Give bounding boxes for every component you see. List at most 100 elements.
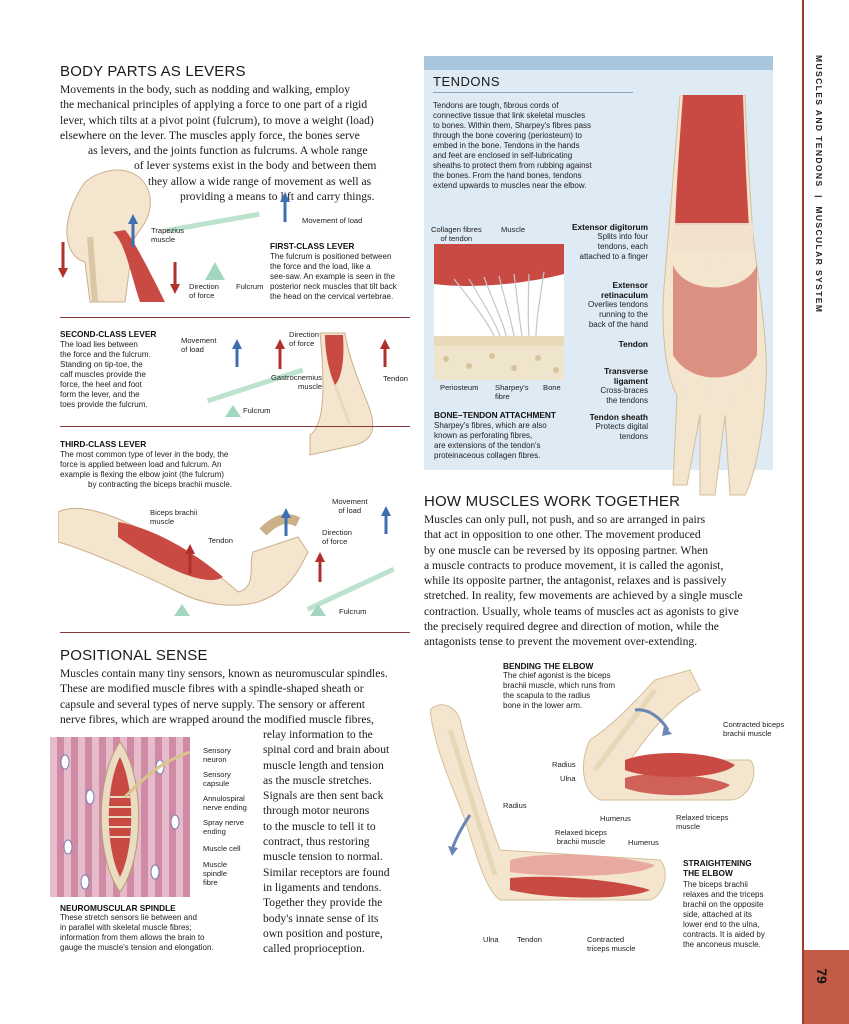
biceps-brachii-label: Biceps brachii muscle <box>150 508 197 526</box>
label-line: THE ELBOW <box>683 868 733 878</box>
text-line: contract, thus restoring <box>263 835 370 849</box>
divider <box>60 426 410 427</box>
bone-tendon-attachment-title: BONE–TENDON ATTACHMENT <box>434 410 556 420</box>
bone-tendon-attachment-illustration <box>434 244 564 380</box>
label-line: Gastrocnemius <box>271 373 323 382</box>
text-line: These stretch sensors lie between and <box>60 913 197 922</box>
tendon-sheath-label: Tendon sheath <box>589 412 648 422</box>
text-line: the head on the cervical vertebrae. <box>270 292 394 301</box>
text-line: brachii muscle, which runs from <box>503 681 616 690</box>
text-line: through the bone covering (periosteum) t… <box>433 131 582 140</box>
straightening-elbow-text: The biceps brachii relaxes and the trice… <box>683 880 783 950</box>
text-line: extend upwards to muscles near the elbow… <box>433 181 587 190</box>
label-line: Biceps brachii <box>150 508 198 517</box>
text-line: of lever systems exist in the body and b… <box>134 159 377 173</box>
text-line: stretched. In reality, few movements are… <box>424 589 743 603</box>
label-line: Overlies tendons <box>587 300 648 309</box>
page-number-tab: 79 <box>804 950 849 1024</box>
levers-body: Movements in the body, such as nodding a… <box>60 82 420 204</box>
direction-of-force-label: Direction of force <box>289 330 319 348</box>
text-line: a muscle contracts to produce movement, … <box>424 558 724 572</box>
movement-of-load-label: Movement of load <box>332 497 367 515</box>
positional-sense-title: POSITIONAL SENSE <box>60 647 208 664</box>
tendon-label: Tendon <box>618 339 648 349</box>
label-line: Contracted biceps <box>723 720 785 729</box>
text-line: embed in the bone. Tendons in the hands <box>433 141 580 150</box>
third-class-lever-illustration <box>58 506 395 616</box>
text-line: through motor neurons <box>263 804 370 818</box>
text-line: toes provide the fulcrum. <box>60 400 148 409</box>
tendons-text: Tendons are tough, fibrous cords of conn… <box>433 101 643 191</box>
bending-elbow-text: The chief agonist is the biceps brachii … <box>503 671 643 711</box>
label-line: muscle <box>151 235 176 244</box>
text-line: body's innate sense of its <box>263 911 379 925</box>
label-line: tendons, each <box>597 242 648 251</box>
text-line: called proprioception. <box>263 942 365 956</box>
text-line: by contracting the biceps brachii muscle… <box>88 480 233 489</box>
text-line: relaxes and the triceps <box>683 890 764 899</box>
page-number: 79 <box>813 968 830 984</box>
text-line: Movements in the body, such as nodding a… <box>60 83 351 96</box>
text-line: Similar receptors are found <box>263 865 390 879</box>
movement-of-load-label: Movement of load <box>302 216 363 225</box>
text-line: in parallel with skeletal muscle fibres; <box>60 923 192 932</box>
text-line: the anconeus muscle. <box>683 940 761 949</box>
label-line: muscle <box>150 517 175 526</box>
text-line: nerve fibres, which are wrapped around t… <box>60 712 374 726</box>
ulna-label-2: Ulna <box>483 935 499 944</box>
label-line: Contracted <box>587 935 625 944</box>
levers-title: BODY PARTS AS LEVERS <box>60 63 246 80</box>
label-line: tendons <box>619 432 648 441</box>
label-line: Relaxed biceps <box>555 828 607 837</box>
tendons-panel-bar <box>424 56 773 70</box>
relaxed-biceps-label: Relaxed biceps brachii muscle <box>555 828 607 846</box>
spray-nerve-ending-label: Spray nerve <box>203 818 244 827</box>
text-line: relay information to the <box>263 728 373 741</box>
collagen-fibres-label: Collagen fibres of tendon <box>431 225 482 243</box>
text-line: Muscles can only pull, not push, and so … <box>424 513 706 526</box>
muscles-together-body: Muscles can only pull, not push, and so … <box>424 512 794 650</box>
label-line: of force <box>189 291 215 300</box>
text-line: brachii on the opposite <box>683 900 764 909</box>
chapter-tab <box>802 0 849 1024</box>
label-line: capsule <box>203 779 230 788</box>
straightening-elbow-title: STRAIGHTENING THE ELBOW <box>683 858 752 878</box>
label-line: STRAIGHTENING <box>683 858 752 868</box>
text-line: that act in opposition to one other. The… <box>424 528 701 542</box>
label-line: Movement <box>181 336 217 345</box>
text-line: elsewhere on the lever. The muscles appl… <box>60 128 360 142</box>
sharpeys-fibre-label: Sharpey's fibre <box>495 383 529 401</box>
transverse-ligament-label: Transverse <box>604 366 648 376</box>
text-line: lower end to the ulna, <box>683 920 760 929</box>
label-line: Relaxed triceps <box>676 813 729 822</box>
text-line: antagonists tense to prevent the movemen… <box>424 635 698 649</box>
text-line: to the muscle to tell it to <box>263 819 376 833</box>
text-line: The fulcrum is positioned between <box>270 252 392 261</box>
label-line: muscle <box>676 822 701 831</box>
label-line: ending <box>203 827 226 836</box>
label-line: Direction <box>322 528 352 537</box>
positional-sense-body: Muscles contain many tiny sensors, known… <box>60 666 420 727</box>
text-line: posterior neck muscles that tilt back <box>270 282 397 291</box>
label-line: triceps muscle <box>587 944 636 953</box>
label-line: nerve ending <box>203 803 247 812</box>
second-class-lever-text: The load lies between the force and the … <box>60 340 170 410</box>
bone-label: Bone <box>543 383 561 392</box>
label-line: running to the <box>599 310 648 319</box>
text-line: contracts. It is aided by <box>683 930 765 939</box>
text-line: capsule and several types of nerve suppl… <box>60 697 365 711</box>
label-line: Cross-braces <box>600 386 648 395</box>
extensor-digitorum-label: Extensor digitorum <box>571 222 648 232</box>
muscle-cell-label: Muscle cell <box>203 844 241 853</box>
movement-of-load-label: Movement of load <box>181 336 216 354</box>
fulcrum-label: Fulcrum <box>339 607 367 616</box>
text-line: gauge the muscle's tension and elongatio… <box>60 943 214 952</box>
muscle-label: Muscle <box>501 225 526 234</box>
text-line: own position and posture, <box>263 926 383 940</box>
third-class-lever-title: THIRD-CLASS LEVER <box>60 439 147 449</box>
text-line: The most common type of lever in the bod… <box>60 450 229 459</box>
text-line: The biceps brachii <box>683 880 748 889</box>
tendon-label: Tendon <box>517 935 542 944</box>
label-line: of load <box>338 506 362 515</box>
section-name: MUSCLES AND TENDONS <box>814 55 824 188</box>
